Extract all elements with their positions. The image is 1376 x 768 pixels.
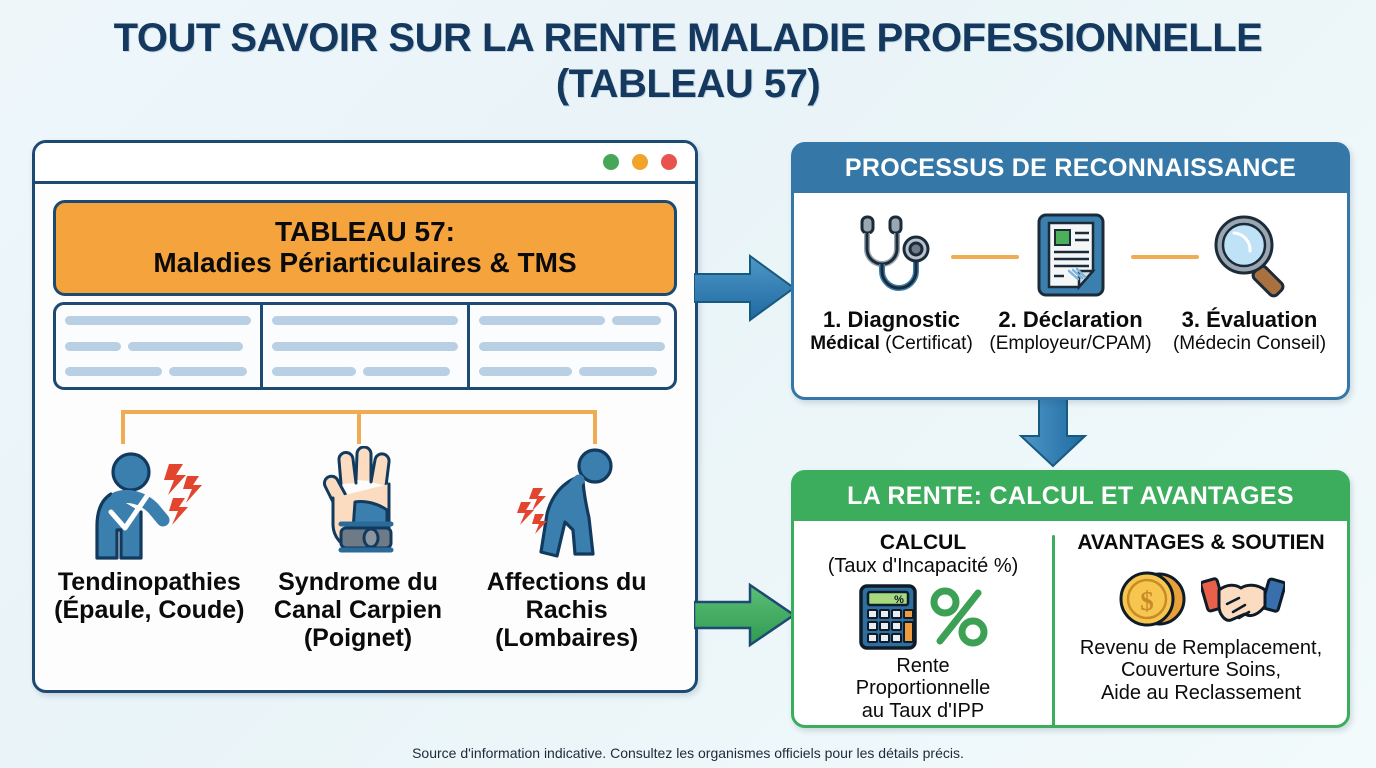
process-step-3: 3. Évaluation (Médecin Conseil) [1160,207,1339,355]
step-label: 2. Déclaration [998,307,1143,332]
svg-text:%: % [894,594,904,606]
step-label: 1. Diagnostic [823,307,960,332]
placeholder-bar [272,367,356,376]
step-connector-1 [951,255,1019,259]
placeholder-bar [479,316,606,325]
table-column [56,305,260,387]
condition-tendinopathies: Tendinopathies (Épaule, Coude) [47,446,252,624]
table-row [479,316,665,325]
table-column [260,305,467,387]
rente-panel: LA RENTE: CALCUL ET AVANTAGES CALCUL (Ta… [791,470,1350,728]
condition-rachis: Affections du Rachis (Lombaires) [464,446,669,652]
placeholder-bar [65,341,121,351]
step-connector-2 [1131,255,1199,259]
avantages-section: AVANTAGES & SOUTIEN $ [1055,521,1347,725]
table-row [272,316,458,325]
calcul-icons: % [802,581,1044,653]
process-steps: 1. Diagnostic Médical (Certificat) [794,193,1347,355]
window-controls [603,154,677,170]
process-panel-title: PROCESSUS DE RECONNAISSANCE [794,145,1347,193]
page-title-line2: (TABLEAU 57) [555,61,821,106]
calcul-section: CALCUL (Taux d'Incapacité %) % [794,521,1052,725]
magnifier-icon [1160,207,1339,303]
arrow-process-to-rente-icon [1018,392,1088,468]
back-pain-icon [464,446,669,562]
placeholder-bar [579,367,658,376]
section-divider [1052,535,1055,725]
wrist-brace-icon [255,446,460,562]
svg-text:$: $ [1140,586,1154,616]
placeholder-bar [65,367,162,376]
table-row [65,367,251,376]
placeholder-bar [272,341,458,351]
stethoscope-icon [802,207,981,303]
calculator-icon: % [859,583,917,650]
condition-label: Affections du Rachis (Lombaires) [486,568,647,652]
placeholder-bar [479,367,572,376]
table-row [65,341,251,351]
step-sublabel: (Employeur/CPAM) [989,333,1152,354]
browser-content: TABLEAU 57: Maladies Périarticulaires & … [35,184,695,690]
placeholder-bar [272,316,458,325]
arrow-left-to-rente-icon [694,582,797,648]
bracket-connector-icon [121,410,597,444]
process-step-2: 2. Déclaration (Employeur/CPAM) [981,207,1160,355]
placeholder-bar [168,367,247,376]
calcul-footer: Rente Proportionnelle au Taux d'IPP [855,654,991,723]
page-title: TOUT SAVOIR SUR LA RENTE MALADIE PROFESS… [0,16,1376,107]
condition-label: Tendinopathies (Épaule, Coude) [54,568,245,624]
avantages-title: AVANTAGES & SOUTIEN [1077,531,1325,554]
placeholder-bar [612,316,661,325]
document-icon [981,207,1160,303]
step-sublabel: (Médecin Conseil) [1172,333,1327,354]
green-dot-icon[interactable] [603,154,619,170]
process-panel-body: 1. Diagnostic Médical (Certificat) [794,193,1347,397]
coins-icon: $ [1119,571,1186,627]
percent-icon [930,587,988,647]
table-row [65,316,251,325]
calcul-title: CALCUL [879,531,967,554]
table-row [479,367,665,376]
placeholder-bar [65,316,251,325]
table-row [272,341,458,351]
browser-mockup-card: TABLEAU 57: Maladies Périarticulaires & … [32,140,698,693]
calcul-subtitle: (Taux d'Incapacité %) [827,554,1019,577]
placeholder-bar [127,341,244,351]
browser-title-bar [35,143,695,184]
avantages-icons: $ [1063,563,1339,635]
step-sublabel: Médical (Certificat) [810,333,973,354]
conditions-row: Tendinopathies (Épaule, Coude) [45,446,671,652]
page-title-line1: TOUT SAVOIR SUR LA RENTE MALADIE PROFESS… [113,16,1263,60]
process-step-1: 1. Diagnostic Médical (Certificat) [802,207,981,355]
placeholder-bar [479,341,665,351]
placeholder-bar [362,367,451,376]
condition-label: Syndrome du Canal Carpien (Poignet) [273,568,443,652]
footer-note: Source d'information indicative. Consult… [412,745,964,761]
rente-panel-body: CALCUL (Taux d'Incapacité %) % [794,521,1347,725]
avantages-footer: Revenu de Remplacement, Couverture Soins… [1079,636,1323,705]
table-column [467,305,674,387]
handshake-icon [1201,576,1285,622]
process-panel: PROCESSUS DE RECONNAISSANCE [791,142,1350,400]
table-row [272,367,458,376]
step-label: 3. Évaluation [1181,307,1318,332]
shoulder-pain-icon [47,446,252,562]
table-row [479,341,665,351]
tableau-header-banner: TABLEAU 57: Maladies Périarticulaires & … [53,200,677,296]
yellow-dot-icon[interactable] [632,154,648,170]
tableau-header-line2: Maladies Périarticulaires & TMS [153,247,577,279]
tableau-header-line1: TABLEAU 57: [275,215,455,247]
placeholder-table [53,302,677,390]
rente-panel-title: LA RENTE: CALCUL ET AVANTAGES [794,473,1347,521]
red-dot-icon[interactable] [661,154,677,170]
condition-canal-carpien: Syndrome du Canal Carpien (Poignet) [255,446,460,652]
arrow-left-to-process-icon [694,254,796,322]
